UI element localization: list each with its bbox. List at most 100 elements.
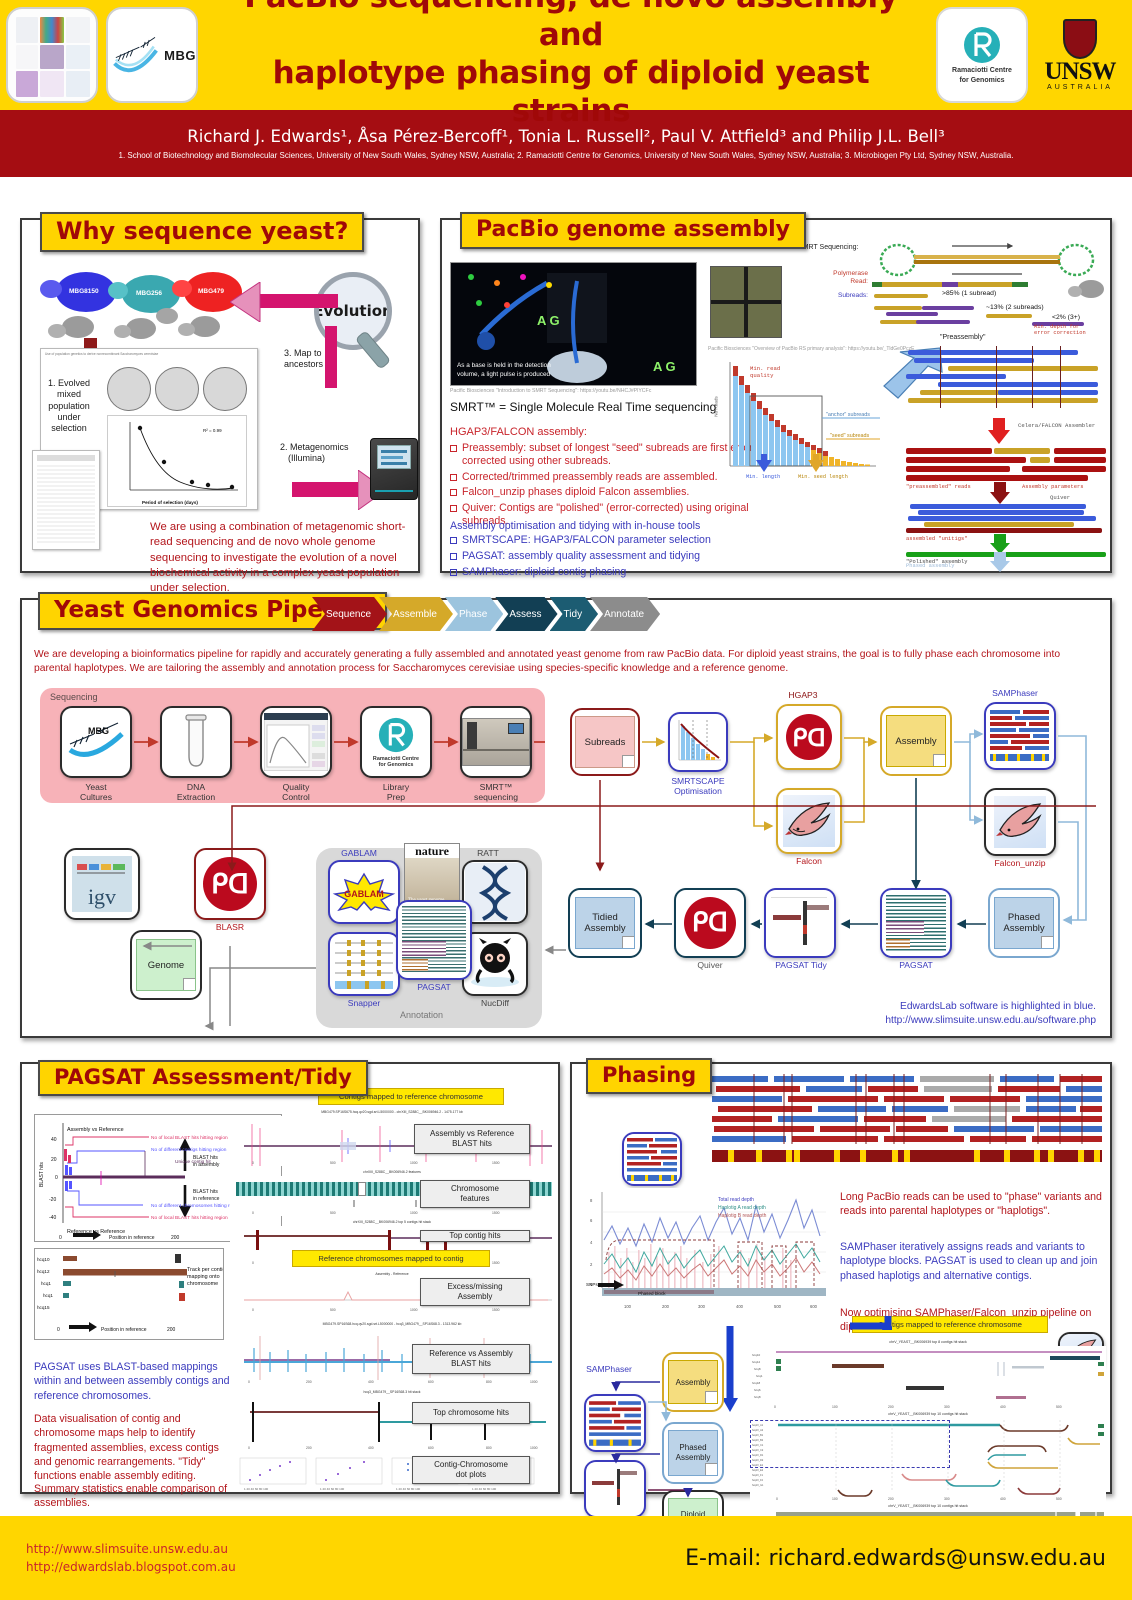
polished-assembly-label: "Polished" assembly: [906, 559, 968, 565]
callout-text-4: Excess/missing Assembly: [447, 1282, 503, 1301]
svg-text:500: 500: [774, 1304, 782, 1309]
svg-text:400: 400: [1000, 1405, 1006, 1409]
cap-qc-2: Control: [282, 792, 310, 803]
pipeline-node-subreads[interactable]: Subreads: [570, 708, 640, 776]
pipeline-node-quiver[interactable]: ᑭꓷ: [674, 888, 746, 958]
pipeline-node-tidied-assembly[interactable]: Tidied Assembly: [568, 888, 642, 958]
pipeline-caption-blasr: BLASR: [215, 922, 245, 932]
grey-cell-b: [48, 324, 66, 338]
poster-header: MBG PacBio sequencing, de novo assembly …: [0, 0, 1132, 129]
stage-label: Tidy: [563, 608, 583, 620]
svg-text:6: 6: [590, 1218, 593, 1223]
svg-text:0: 0: [59, 1235, 62, 1241]
pipeline-node-igv[interactable]: igv: [64, 848, 140, 920]
subread-bar: [874, 294, 928, 298]
pipeline-node-samphaser[interactable]: [984, 702, 1056, 770]
stage-chevron-assess[interactable]: Assess: [495, 597, 557, 631]
preassembled-read: [906, 457, 1026, 463]
pipeline-node-pagsat-annot[interactable]: [396, 900, 472, 980]
stage-chevron-sequence[interactable]: Sequence: [312, 597, 387, 631]
svg-text:hcq6: hcq6: [754, 1388, 761, 1392]
assembler-label: Celera/FALCON Assembler: [1018, 422, 1096, 429]
phasing-node-samphaser[interactable]: [584, 1394, 646, 1452]
svg-text:MBG: MBG: [88, 726, 109, 736]
pipeline-caption-smrt-sequencing: SMRT™ sequencing: [457, 782, 535, 803]
assembly-bullet-text: Quiver: Contigs are "polished" (error-co…: [462, 501, 749, 528]
pipeline-caption-samphaser: SAMPhaser: [992, 688, 1038, 698]
svg-text:hcq1X_D2: hcq1X_D2: [752, 1459, 764, 1462]
svg-text:0: 0: [57, 1327, 60, 1333]
phasing-node-assembly[interactable]: Assembly: [662, 1352, 724, 1412]
pipeline-node-falcon[interactable]: [776, 788, 842, 854]
pipeline-node-gablam[interactable]: GABLAM: [328, 860, 400, 924]
depth-tick: [1060, 346, 1061, 408]
svg-text:hcq1X_C2: hcq1X_C2: [752, 1449, 764, 1452]
footer-email[interactable]: E-mail: richard.edwards@unsw.edu.au: [685, 1545, 1106, 1571]
pipeline-panel: We are developing a bioinformatics pipel…: [20, 598, 1112, 1038]
histogram-ylabel: No Reads: [713, 396, 719, 417]
svg-text:hcq18: hcq18: [752, 1381, 761, 1385]
unsw-wordmark: UNSW: [1044, 58, 1116, 85]
phasing-samphaser-icon-node[interactable]: [622, 1132, 682, 1186]
pipeline-node-smrt-sequencing[interactable]: [460, 706, 532, 778]
pipeline-node-ratt[interactable]: [462, 860, 528, 924]
svg-text:1000: 1000: [410, 1161, 418, 1165]
pipeline-node-pagsat-tidy[interactable]: [764, 888, 836, 958]
pipeline-node-quality-control[interactable]: [260, 706, 332, 778]
ramaciotti-label-1: Ramaciotti Centre: [952, 66, 1012, 74]
stage-chevron-phase[interactable]: Phase: [445, 597, 503, 631]
stage-chevron-annotate[interactable]: Annotate: [590, 597, 660, 631]
svg-text:No of local BLAST hits hitting: No of local BLAST hits hitting region: [151, 1215, 228, 1221]
strain-cell-3: [184, 272, 242, 312]
pipeline-node-hgap3[interactable]: ᑭꓷ: [776, 704, 842, 770]
pipeline-node-nucdiff[interactable]: [462, 932, 528, 996]
quiver-label: Quiver: [1050, 494, 1071, 501]
svg-text:200: 200: [888, 1497, 894, 1501]
subread-bar: [880, 320, 926, 324]
stage-chevron-assemble[interactable]: Assemble: [379, 597, 453, 631]
pacbio-logo-icon: ᑭꓷ: [786, 714, 832, 760]
callout-text-5: Reference vs Assembly BLAST hits: [429, 1349, 513, 1368]
legend-total: Total read depth: [718, 1197, 754, 1203]
unsw-crest-icon: [1063, 19, 1097, 59]
pipeline-node-assembly[interactable]: Assembly: [880, 706, 952, 776]
svg-text:BLAST hits: BLAST hits: [193, 1189, 218, 1195]
svg-text:20: 20: [51, 1157, 57, 1163]
green-down-arrow-icon: [990, 534, 1010, 554]
pipeline-node-dna-extraction[interactable]: [160, 706, 232, 778]
assembly-bullet-list: Preassembly: subset of longest "seed" su…: [450, 442, 780, 529]
phasing-panel-title: Phasing: [586, 1058, 713, 1094]
pipeline-node-yeast-cultures[interactable]: MBG: [60, 706, 132, 778]
phasing-stack-title-1: chrV_YEAST__BK006939 top 8 contigs hit s…: [889, 1340, 967, 1344]
unitig-read: [918, 510, 1084, 515]
pipeline-caption-snapper: Snapper: [347, 998, 381, 1008]
pipeline-node-smrtscape[interactable]: [668, 712, 728, 772]
diploid-l1: Diploid: [680, 1510, 706, 1520]
smrtscape-plot-icon: [671, 716, 725, 768]
assembly-stage-diagram: Celera/FALCON Assembler "preassembled" r…: [904, 418, 1108, 572]
pipeline-connectors: [142, 729, 1096, 1031]
stage-label: Assess: [509, 608, 542, 620]
arrow-map-to-ancestors-stem: [325, 326, 337, 388]
pipeline-node-phased-assembly[interactable]: Phased Assembly: [988, 888, 1060, 958]
step-3-label: 3. Map to ancestors: [284, 348, 323, 371]
strain-label-2: MBG256: [136, 290, 163, 297]
agar-plate-2: [155, 367, 199, 411]
authors-list: Richard J. Edwards¹, Åsa Pérez-Bercoff¹,…: [187, 127, 945, 146]
footer-link-blog[interactable]: http://edwardslab.blogspot.com.au: [26, 1560, 236, 1574]
step3-l1: 3. Map to: [284, 348, 322, 358]
pipeline-node-pagsat[interactable]: [880, 888, 952, 958]
pipeline-node-falcon-unzip[interactable]: [984, 788, 1056, 856]
cap-yeast-1: Yeast: [85, 782, 107, 792]
mbg-icon: MBG: [68, 722, 124, 757]
footer-link-slimsuite[interactable]: http://www.slimsuite.unsw.edu.au: [26, 1542, 228, 1556]
unsw-country: AUSTRALIA: [1047, 84, 1113, 91]
pipeline-node-genome[interactable]: Genome: [130, 930, 202, 1000]
pipeline-node-library-prep[interactable]: Ramaciotti Centre for Genomics: [360, 706, 432, 778]
phasing-node-phased-assembly[interactable]: Phased Assembly: [662, 1422, 724, 1484]
assembly-label: Assembly: [675, 1377, 711, 1387]
preassembled-read: [906, 448, 992, 454]
pipeline-caption-smrtscape: SMRTSCAPE Optimisation: [662, 776, 734, 797]
subread-stat-3: <2% (3+): [1052, 314, 1080, 321]
cap-lib-2: Prep: [386, 792, 406, 803]
